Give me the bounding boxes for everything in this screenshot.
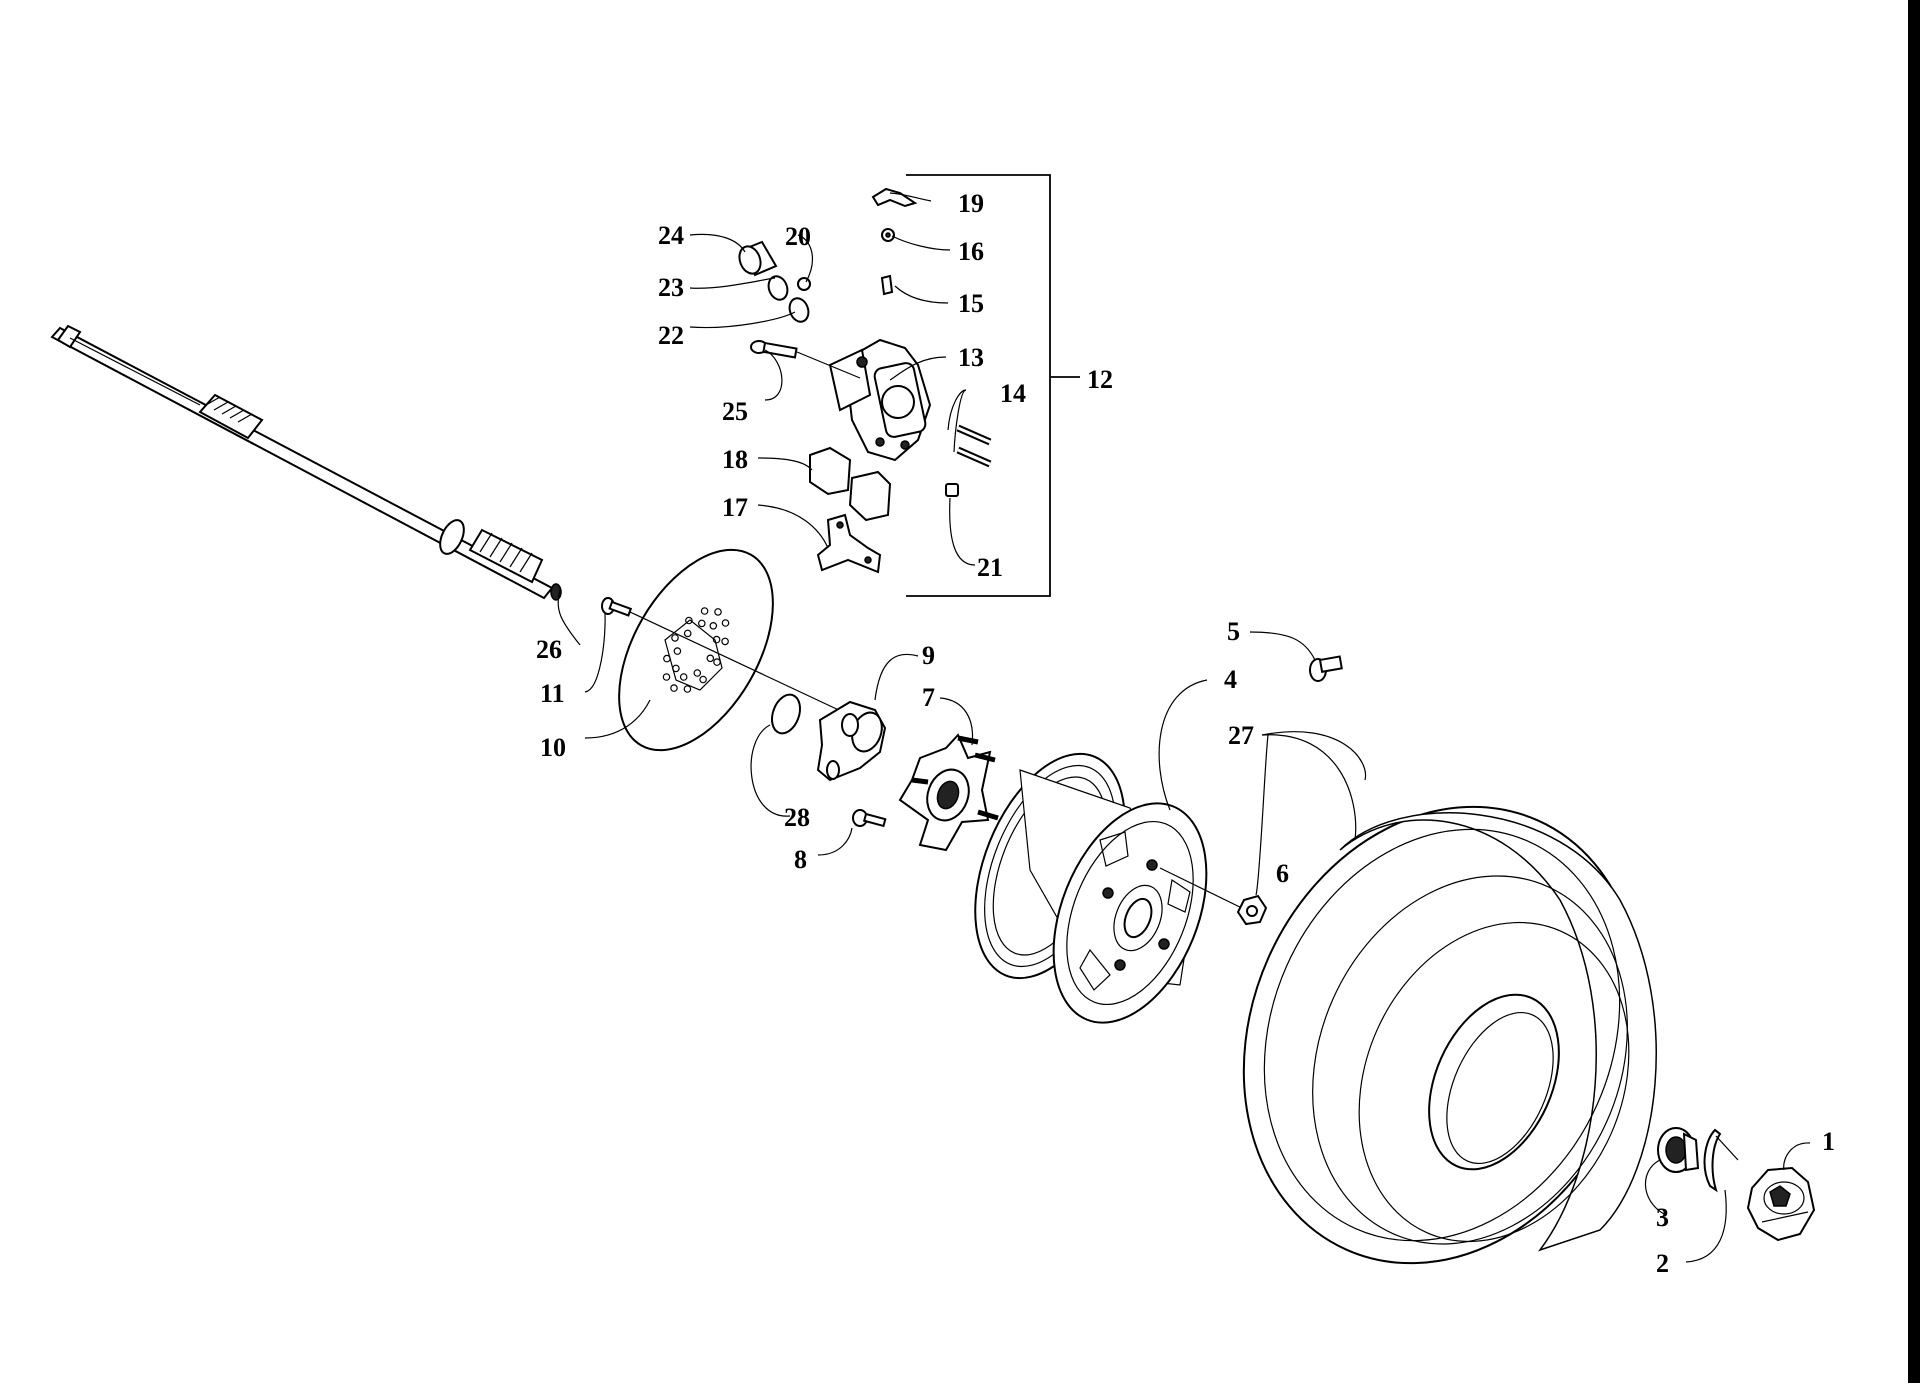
o-ring: [770, 693, 802, 735]
brake-disc: [618, 548, 774, 752]
callout-1: 1: [1822, 1127, 1835, 1156]
hub-cap: [1746, 1166, 1816, 1242]
leader-lines: [557, 192, 1811, 1263]
disc-hole: [721, 637, 729, 646]
callout-25: 25: [722, 397, 748, 426]
callout-2: 2: [1656, 1249, 1669, 1278]
callout-4: 4: [1224, 665, 1237, 694]
tire: [1242, 805, 1657, 1265]
callout-14: 14: [1000, 379, 1026, 408]
disc-hole: [699, 675, 707, 684]
brake-caliper-group: [738, 174, 1080, 597]
hub-bolt: [852, 809, 887, 828]
disc-hole: [721, 619, 730, 627]
disc-hole: [683, 629, 692, 638]
disc-hole: [679, 673, 688, 681]
disc-hole: [700, 607, 709, 615]
callout-13: 13: [958, 343, 984, 372]
lug-nut: [1159, 867, 1268, 926]
disc-hole: [697, 619, 706, 628]
caliper-pin: [750, 340, 861, 379]
disc-hole: [672, 664, 680, 673]
right-edge-bar: [1908, 0, 1920, 1383]
callout-9: 9: [922, 641, 935, 670]
caliper-bolts: [956, 424, 992, 468]
disc-hole: [712, 635, 721, 644]
wheel-rim: [974, 752, 1208, 1024]
callout-3: 3: [1656, 1203, 1669, 1232]
callout-16: 16: [958, 237, 984, 266]
pad-spring: [816, 513, 882, 574]
disc-hole: [685, 616, 693, 625]
valve-stem: [1309, 655, 1343, 682]
disc-hole: [663, 654, 671, 663]
callout-17: 17: [722, 493, 748, 522]
callout-24: 24: [658, 221, 684, 250]
disc-bolt: [601, 597, 861, 721]
wheel-hub: [898, 733, 999, 852]
disc-hole: [713, 658, 721, 666]
callout-22: 22: [658, 321, 684, 350]
caliper-body: [828, 338, 932, 462]
disc-hole: [662, 673, 671, 681]
callout-8: 8: [794, 845, 807, 874]
callout-27: 27: [1228, 721, 1254, 750]
disc-hole: [683, 685, 692, 693]
callout-7: 7: [922, 683, 935, 712]
disc-hole: [714, 608, 722, 616]
disc-hole: [671, 634, 679, 642]
callout-19: 19: [958, 189, 984, 218]
callout-26: 26: [536, 635, 562, 664]
callout-15: 15: [958, 289, 984, 318]
callout-10: 10: [540, 733, 566, 762]
disc-hole: [709, 621, 718, 630]
cotter-pin: [1703, 1128, 1739, 1193]
callout-6: 6: [1276, 859, 1289, 888]
callout-23: 23: [658, 273, 684, 302]
callout-28: 28: [784, 803, 810, 832]
axle-nut: [1657, 1127, 1700, 1173]
callout-11: 11: [540, 679, 565, 708]
callout-18: 18: [722, 445, 748, 474]
axle-shaft: [50, 324, 562, 601]
callout-5: 5: [1227, 617, 1240, 646]
callout-20: 20: [785, 222, 811, 251]
callout-21: 21: [977, 553, 1003, 582]
disc-hole: [693, 669, 702, 677]
bushing: [945, 483, 959, 497]
brake-pads: [809, 446, 892, 522]
disc-hole: [673, 647, 682, 655]
disc-hole: [706, 654, 715, 663]
callout-12: 12: [1087, 365, 1113, 394]
disc-hole: [670, 684, 678, 692]
small-hardware: [797, 187, 918, 296]
hub-carrier: [816, 700, 887, 782]
seal-parts: [738, 240, 810, 323]
callout-labels: 1 2 3 4 5 6 7 8 9 10 11 12 13 14 15 16 1…: [536, 189, 1835, 1278]
